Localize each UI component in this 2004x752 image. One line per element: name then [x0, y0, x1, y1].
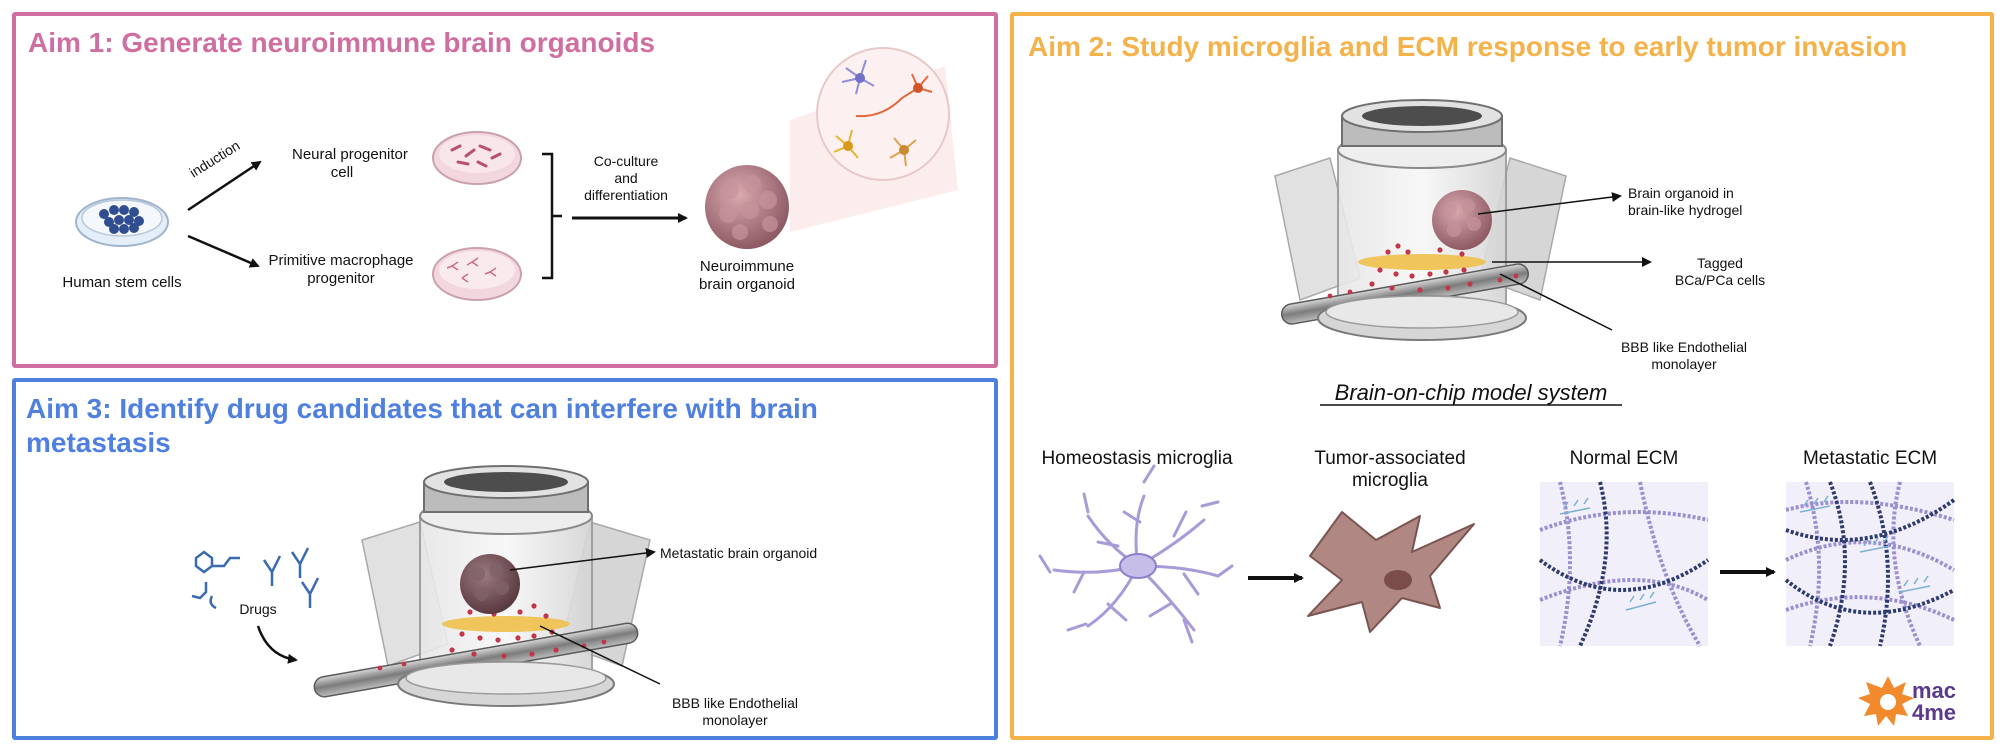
brain-on-chip-drug-device-icon: [313, 465, 651, 707]
aim3-title-line2: metastasis: [26, 427, 171, 458]
npc-dish-icon: [432, 131, 522, 185]
metastatic-organoid-label: Metastatic brain organoid: [660, 545, 818, 561]
tumor-associated-microglia-icon: [1307, 511, 1475, 633]
induction-arrow: [187, 160, 262, 212]
aim3-bbb-pointer: [539, 625, 661, 685]
aim2-organoid-label-1: Brain organoid in: [1628, 185, 1734, 201]
pmp-label-line1: Primitive macrophage: [268, 252, 414, 269]
coculture-label-1: Co-culture: [593, 153, 659, 169]
logo-text-line2: 4me: [1912, 700, 1957, 725]
organoid-pointer: [1477, 192, 1622, 215]
aim1-panel: Aim 1: Generate neuroimmune brain organo…: [12, 12, 998, 368]
neuroimmune-organoid-icon: [705, 47, 958, 249]
model-system-title: Brain-on-chip model system: [1334, 380, 1608, 405]
mac4me-logo: [1858, 676, 1914, 726]
normal-ecm-label: Normal ECM: [1569, 448, 1679, 469]
aim3-title-line1: Aim 3: Identify drug candidates that can…: [26, 393, 818, 424]
aim3-bbb-label-2: monolayer: [702, 712, 768, 728]
tumor-microglia-label-1: Tumor-associated: [1314, 448, 1466, 469]
homeostasis-label: Homeostasis microglia: [1041, 448, 1233, 469]
normal-ecm-icon: [1538, 481, 1710, 648]
aim2-bbb-label-1: BBB like Endothelial: [1620, 339, 1748, 355]
stem-cells-label: Human stem cells: [62, 274, 182, 291]
coculture-label-3: differentiation: [584, 187, 668, 203]
aim3-bbb-label-1: BBB like Endothelial: [671, 695, 799, 711]
brain-on-chip-device-icon: [1274, 99, 1567, 341]
drugs-icon: [191, 547, 320, 610]
stem-cell-dish-icon: [75, 197, 169, 247]
metastatic-ecm-icon: [1784, 481, 1956, 647]
pmp-label-line2: progenitor: [307, 270, 375, 287]
bracket: [542, 152, 562, 280]
npc-label-line2: cell: [330, 164, 354, 181]
metastatic-ecm-label: Metastatic ECM: [1802, 448, 1938, 469]
tumor-microglia-label-2: microglia: [1351, 470, 1429, 491]
bbb-pointer: [1499, 273, 1613, 331]
metastatic-organoid-pointer: [509, 548, 656, 571]
npc-label-line1: Neural progenitor: [292, 146, 408, 163]
pmp-dish-icon: [432, 247, 522, 301]
organoid-label-2: brain organoid: [699, 276, 795, 293]
homeostasis-soma: [1119, 553, 1157, 579]
drugs-arrow: [256, 625, 298, 664]
tagged-label-1: Tagged: [1697, 255, 1743, 271]
aim2-organoid-label-2: brain-like hydrogel: [1628, 202, 1743, 218]
macrophage-arrow: [187, 234, 260, 268]
logo-text-line1: mac: [1912, 678, 1957, 703]
aim3-panel: Aim 3: Identify drug candidates that can…: [12, 378, 998, 740]
aim1-title: Aim 1: Generate neuroimmune brain organo…: [28, 27, 656, 58]
coculture-label-2: and: [614, 170, 638, 186]
aim2-panel: Aim 2: Study microglia and ECM response …: [1010, 12, 1994, 740]
aim2-bbb-label-2: monolayer: [1651, 356, 1717, 372]
aim2-title: Aim 2: Study microglia and ECM response …: [1028, 31, 1908, 62]
tagged-label-2: BCa/PCa cells: [1674, 272, 1766, 288]
drugs-label: Drugs: [239, 601, 277, 617]
organoid-label-1: Neuroimmune: [699, 258, 795, 275]
